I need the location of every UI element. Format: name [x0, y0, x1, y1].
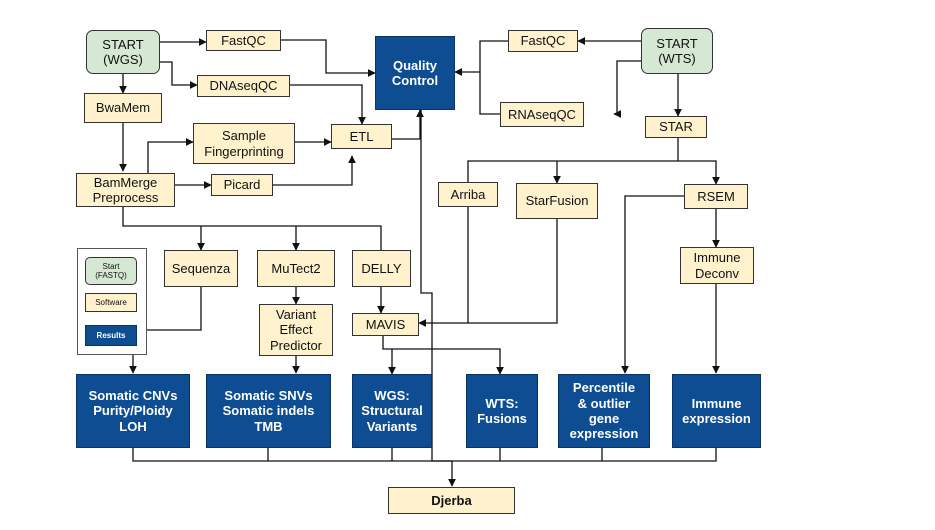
result-wgs-structural-variants: WGS: Structural Variants [352, 374, 432, 448]
start-wgs-node: START (WGS) [86, 30, 160, 74]
start-wts-label: START (WTS) [656, 35, 698, 66]
sequenza-node: Sequenza [164, 250, 238, 287]
result-wts-fusions: WTS: Fusions [466, 374, 538, 448]
arriba-label: Arriba [450, 186, 486, 202]
edge-startwgs-dnaseqqc [160, 61, 198, 89]
result-wts-fusions-label: WTS: Fusions [477, 395, 527, 426]
dnaseqqc-label: DNAseqQC [209, 78, 278, 94]
legend-start-swatch: Start (FASTQ) [85, 257, 137, 285]
edge-startwts-rnaseqqc [613, 60, 641, 118]
edge-star-tools [467, 138, 679, 182]
djerba-node: Djerba [388, 487, 515, 514]
bwamem-node: BwaMem [84, 93, 162, 123]
star-label: STAR [659, 119, 693, 135]
mutect2-label: MuTect2 [271, 260, 321, 276]
result-outlier-expression: Percentile & outlier gene expression [558, 374, 650, 448]
edge-bammerge-fingerprint [147, 138, 194, 174]
edge-fastqc-wts-qc [454, 40, 508, 76]
sample-fingerprinting-node: Sample Fingerprinting [193, 123, 295, 164]
result-immune-expression-label: Immune expression [682, 395, 751, 426]
edge-bammerge-tools [122, 207, 382, 250]
edge-fastqc-qc [281, 39, 376, 77]
bammerge-label: BamMerge Preprocess [92, 174, 159, 205]
picard-label: Picard [223, 177, 261, 193]
sample-fingerprinting-label: Sample Fingerprinting [204, 128, 284, 159]
edge-starfusion-mavis [468, 219, 558, 324]
legend-software-label: Software [95, 297, 127, 307]
rsem-label: RSEM [697, 188, 735, 204]
start-wgs-label: START (WGS) [102, 36, 144, 67]
quality-control-label: Quality Control [391, 57, 439, 88]
edge-dnaseqqc-etl [290, 84, 366, 125]
result-outlier-expression-label: Percentile & outlier gene expression [569, 380, 639, 442]
vep-node: Variant Effect Predictor [259, 304, 333, 356]
fastqc-wgs-node: FastQC [206, 30, 281, 51]
rsem-node: RSEM [684, 184, 748, 209]
vep-label: Variant Effect Predictor [269, 307, 323, 353]
result-somatic-snvs-label: Somatic SNVs Somatic indels TMB [222, 388, 315, 434]
bwamem-label: BwaMem [95, 100, 151, 116]
edge-to-rsem [678, 160, 720, 185]
mavis-label: MAVIS [365, 316, 406, 332]
result-somatic-cnvs-label: Somatic CNVs Purity/Ploidy LOH [88, 388, 178, 434]
etl-node: ETL [331, 124, 392, 149]
edge-results-djerba [132, 448, 717, 462]
edge-rsem-outlier [621, 195, 684, 374]
quality-control-node: Quality Control [375, 36, 455, 110]
fastqc-wgs-label: FastQC [221, 32, 266, 48]
immune-deconv-node: Immune Deconv [680, 247, 754, 284]
sequenza-label: Sequenza [171, 260, 231, 276]
dnaseqqc-node: DNAseqQC [197, 75, 290, 97]
result-wgs-structural-variants-label: WGS: Structural Variants [361, 388, 423, 434]
fastqc-wts-label: FastQC [520, 33, 566, 49]
rnaseqqc-label: RNAseqQC [508, 106, 576, 122]
result-immune-expression: Immune expression [672, 374, 761, 448]
picard-node: Picard [211, 174, 273, 196]
start-wts-node: START (WTS) [641, 28, 713, 74]
arriba-node: Arriba [438, 182, 498, 207]
edge-etl-qc [392, 109, 424, 140]
edge-qc-djerba [420, 110, 456, 487]
etl-label: ETL [349, 128, 374, 144]
delly-label: DELLY [361, 260, 402, 276]
result-somatic-snvs: Somatic SNVs Somatic indels TMB [206, 374, 331, 448]
edge-picard-etl [273, 155, 356, 186]
fastqc-wts-node: FastQC [508, 30, 578, 52]
mutect2-node: MuTect2 [257, 250, 335, 287]
bammerge-node: BamMerge Preprocess [76, 173, 175, 207]
edge-rnaseqqc-qc [479, 72, 500, 115]
result-somatic-cnvs: Somatic CNVs Purity/Ploidy LOH [76, 374, 190, 448]
mavis-node: MAVIS [352, 313, 419, 336]
legend-start-label: Start (FASTQ) [95, 261, 127, 280]
rnaseqqc-node: RNAseqQC [500, 102, 584, 127]
edge-arriba-mavis [418, 207, 469, 327]
djerba-label: Djerba [431, 492, 472, 508]
legend-results-swatch: Results [85, 325, 137, 346]
star-node: STAR [645, 116, 707, 138]
legend-results-label: Results [96, 330, 126, 340]
starfusion-node: StarFusion [516, 183, 598, 219]
delly-node: DELLY [352, 250, 411, 287]
legend-software-swatch: Software [85, 293, 137, 312]
edge-mavis-split [382, 336, 504, 375]
starfusion-label: StarFusion [525, 193, 589, 209]
immune-deconv-label: Immune Deconv [693, 250, 741, 281]
